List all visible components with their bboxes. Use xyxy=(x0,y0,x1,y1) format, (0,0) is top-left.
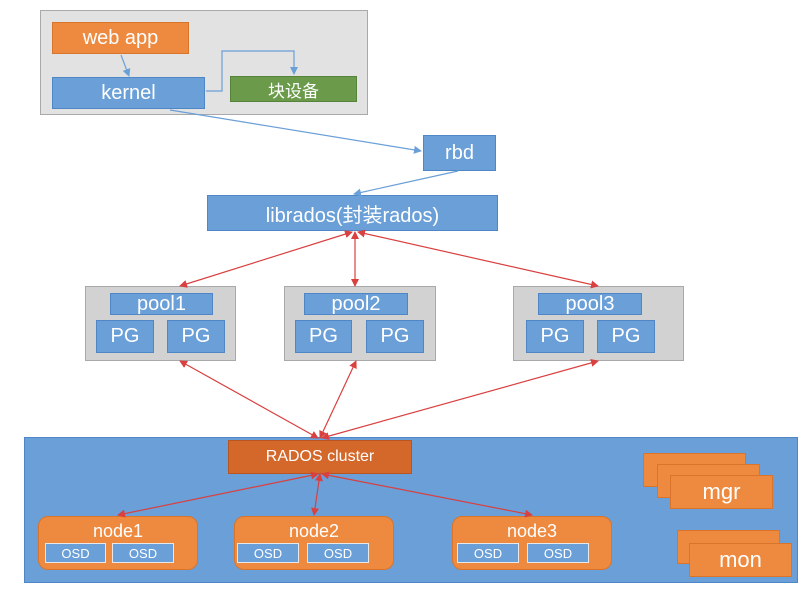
arrow-librados-pool3 xyxy=(357,229,599,289)
arrow-librados-pool1 xyxy=(179,230,353,288)
node2-label: node2 xyxy=(288,520,340,541)
arrow-kernel-rbd xyxy=(169,109,422,154)
block-device-box: 块设备 xyxy=(230,76,357,102)
arrow-webapp-kernel xyxy=(120,54,131,77)
arrow-cluster-node3 xyxy=(321,471,533,518)
web-app-box: web app xyxy=(52,22,189,54)
mon-box: mon xyxy=(689,543,792,577)
arrow-kernel-blockdevice xyxy=(206,50,298,92)
arrow-pool3-cluster xyxy=(321,359,599,440)
kernel-box: kernel xyxy=(52,77,205,109)
node1-osd-1: OSD xyxy=(45,543,106,563)
arrow-rbd-librados xyxy=(353,170,459,197)
node1-label: node1 xyxy=(92,520,144,541)
arrow-cluster-node1 xyxy=(117,471,319,518)
librados-box: librados(封装rados) xyxy=(207,195,498,231)
pool1-pg-2: PG xyxy=(167,320,225,353)
node3-osd-1: OSD xyxy=(457,543,519,563)
rados-cluster-box: RADOS cluster xyxy=(228,440,412,474)
node3-osd-2: OSD xyxy=(527,543,589,563)
pool1-label: pool1 xyxy=(110,293,213,315)
arrow-pool2-cluster xyxy=(319,360,357,439)
node2-osd-2: OSD xyxy=(307,543,369,563)
node1-osd-2: OSD xyxy=(112,543,174,563)
arrow-pool1-cluster xyxy=(179,360,319,439)
arrow-cluster-node2 xyxy=(311,473,323,516)
pool3-pg-1: PG xyxy=(526,320,584,353)
pool3-pg-2: PG xyxy=(597,320,655,353)
pool2-pg-2: PG xyxy=(366,320,424,353)
pool1-pg-1: PG xyxy=(96,320,154,353)
mgr-box: mgr xyxy=(670,475,773,509)
node3-label: node3 xyxy=(506,520,558,541)
pool2-pg-1: PG xyxy=(295,320,352,353)
node2-osd-1: OSD xyxy=(237,543,299,563)
rbd-box: rbd xyxy=(423,135,496,171)
pool3-label: pool3 xyxy=(538,293,642,315)
pool2-label: pool2 xyxy=(304,293,408,315)
